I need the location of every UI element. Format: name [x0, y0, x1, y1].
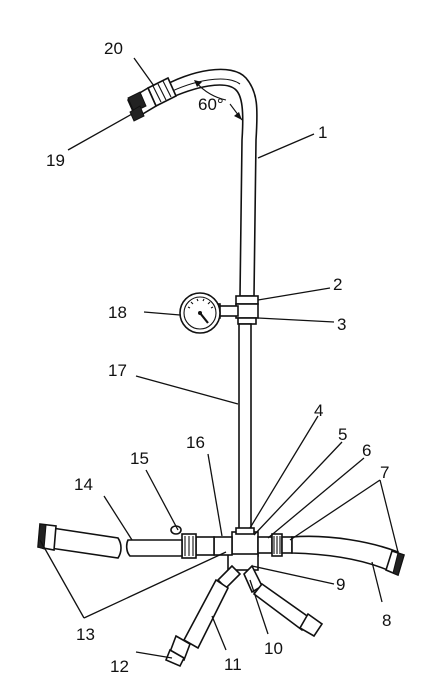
callout-16: 16 — [186, 433, 205, 452]
callout-5: 5 — [338, 425, 347, 444]
callout-1: 1 — [318, 123, 327, 142]
vertical-tube — [238, 323, 252, 535]
hose-end-fitting — [126, 76, 178, 122]
leader-lines — [39, 57, 399, 659]
callout-11: 11 — [224, 655, 242, 674]
callout-13: 13 — [76, 625, 95, 644]
callout-9: 9 — [336, 575, 345, 594]
callout-17: 17 — [108, 361, 127, 380]
callout-20: 20 — [104, 39, 123, 58]
callout-3: 3 — [337, 315, 346, 334]
callout-4: 4 — [314, 401, 323, 420]
pressure-gauge — [179, 292, 221, 334]
angle-label: 60° — [198, 95, 224, 114]
left-branch — [37, 523, 233, 559]
callout-12: 12 — [110, 657, 129, 676]
angle-annotation: 60° — [194, 80, 243, 121]
cross-fitting — [227, 527, 259, 571]
right-branch — [257, 533, 405, 577]
lower-branches — [164, 564, 324, 668]
callout-8: 8 — [382, 611, 391, 630]
callout-14: 14 — [74, 475, 93, 494]
callout-labels: 1 2 3 4 5 6 7 8 9 10 11 12 13 14 15 16 1… — [46, 39, 391, 676]
callout-18: 18 — [108, 303, 127, 322]
callout-6: 6 — [362, 441, 371, 460]
callout-2: 2 — [333, 275, 342, 294]
callout-15: 15 — [130, 449, 149, 468]
callout-7: 7 — [380, 463, 389, 482]
callout-10: 10 — [264, 639, 283, 658]
callout-19: 19 — [46, 151, 65, 170]
